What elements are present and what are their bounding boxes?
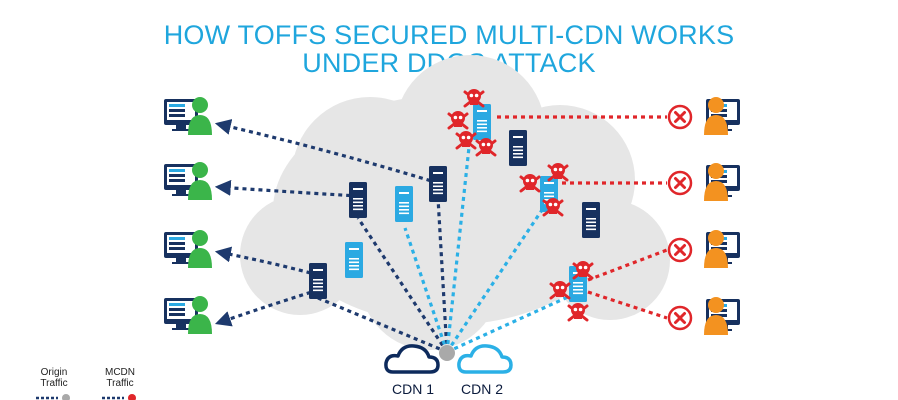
attack-traffic-line	[587, 290, 668, 320]
origin-traffic-line	[436, 197, 449, 353]
cdn2-label: CDN 2	[461, 381, 504, 397]
legit-users	[164, 97, 212, 334]
server-icon	[429, 166, 447, 202]
user-with-monitor-icon	[164, 162, 212, 200]
user-with-monitor-icon	[164, 97, 212, 135]
user-with-monitor-icon	[164, 230, 212, 268]
server-icon	[349, 182, 367, 218]
blocked-x-icon	[667, 305, 693, 331]
legend-mcdn-swatch	[102, 394, 136, 400]
origin-traffic-lines	[214, 119, 449, 354]
cdn2-traffic-line	[446, 294, 571, 354]
server-icon	[582, 202, 600, 238]
blocked-x-icon	[667, 237, 693, 263]
cdn1-cloud-icon	[384, 344, 440, 374]
blocked-markers	[667, 104, 693, 331]
origin-traffic-line	[356, 217, 449, 353]
blocked-x-icon	[667, 170, 693, 196]
origin-traffic-line	[214, 288, 319, 327]
attacker-with-monitor-icon	[704, 297, 740, 335]
traffic-hub-node	[439, 345, 455, 361]
attackers	[704, 97, 740, 335]
attacker-with-monitor-icon	[704, 97, 740, 135]
user-with-monitor-icon	[164, 296, 212, 334]
origin-traffic-line	[214, 246, 319, 277]
cdn2-cloud-icon	[457, 344, 513, 374]
attacker-with-monitor-icon	[704, 163, 740, 201]
origin-traffic-line	[214, 119, 439, 185]
blocked-x-icon	[667, 104, 693, 130]
attack-traffic-line	[587, 248, 668, 282]
cdn2-traffic-lines	[403, 137, 571, 354]
legend-mcdn-label: MCDN Traffic	[105, 367, 135, 389]
title-line-1: HOW TOFFS SECURED MULTI-CDN WORKS	[163, 20, 735, 50]
legend-origin-label: Origin Traffic	[40, 367, 68, 389]
server-icon	[509, 130, 527, 166]
network-cloud	[240, 55, 670, 350]
cdn2-traffic-line	[403, 227, 449, 353]
server-icon	[345, 242, 363, 278]
legend-origin-swatch	[36, 394, 70, 400]
cdn1-label: CDN 1	[392, 381, 435, 397]
server-icon	[395, 186, 413, 222]
server-icon	[309, 263, 327, 299]
attacker-with-monitor-icon	[704, 230, 740, 268]
cdn2-traffic-line	[445, 137, 472, 353]
attack-traffic-lines	[497, 115, 668, 320]
